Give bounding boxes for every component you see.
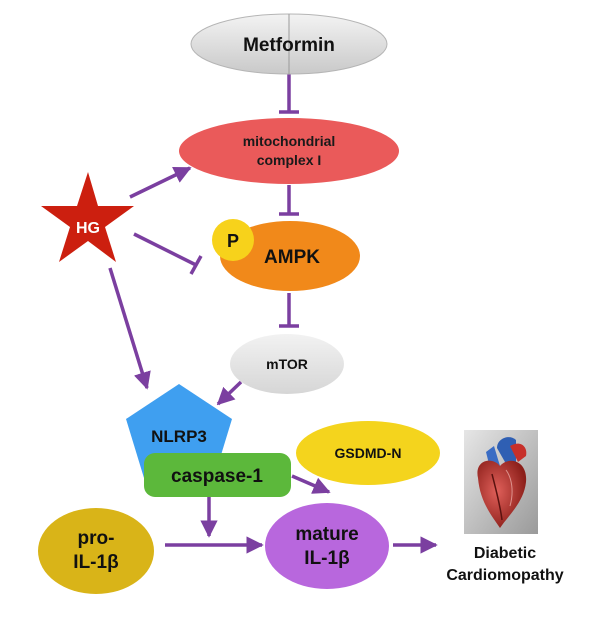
edge-caspase-to-gsdmd [291,474,331,494]
edge-mtor-activates-nlrp3 [216,380,243,406]
hg-star [41,172,134,262]
hg-label: HG [76,220,100,237]
node-ampk: AMPK P [212,219,360,291]
pro-il1b-line2: IL-1β [73,552,118,573]
node-hg: HG [41,172,134,262]
edge-hg-inhibits-ampk [133,232,197,267]
pro-il1b-line1: pro- [78,528,115,549]
phospho-label: P [227,231,239,251]
mature-il1b-line2: IL-1β [304,548,349,569]
anatomical-heart-icon [464,430,538,534]
mature-il1b-line1: mature [295,524,358,545]
node-mitochondrial-complex-i: mitochondrial complex I [179,118,399,184]
node-diabetic-cardiomyopathy: Diabetic Cardiomopathy [446,545,563,584]
edges [108,72,438,554]
inhibit-bar [189,255,203,275]
node-caspase-1: caspase-1 [144,453,291,497]
node-pro-il1b: pro- IL-1β [38,508,154,594]
ampk-label: AMPK [264,247,320,268]
outcome-line1: Diabetic [474,545,536,562]
node-mtor: mTOR [230,334,344,394]
metformin-label: Metformin [243,35,335,56]
edge-hg-activates-mito [129,166,192,199]
node-metformin: Metformin [190,13,388,75]
gsdmd-label: GSDMD-N [335,445,402,461]
mito-label-line2: complex I [257,152,322,168]
mito-label-line1: mitochondrial [243,133,336,149]
caspase1-label: caspase-1 [171,466,263,487]
phospho-badge [212,219,254,261]
nlrp3-label: NLRP3 [151,427,207,446]
edge-hg-activates-nlrp3 [108,267,151,390]
node-mature-il1b: mature IL-1β [265,503,389,589]
mtor-label: mTOR [266,356,308,372]
node-gsdmd-n: GSDMD-N [296,421,440,485]
outcome-line2: Cardiomopathy [446,567,563,584]
